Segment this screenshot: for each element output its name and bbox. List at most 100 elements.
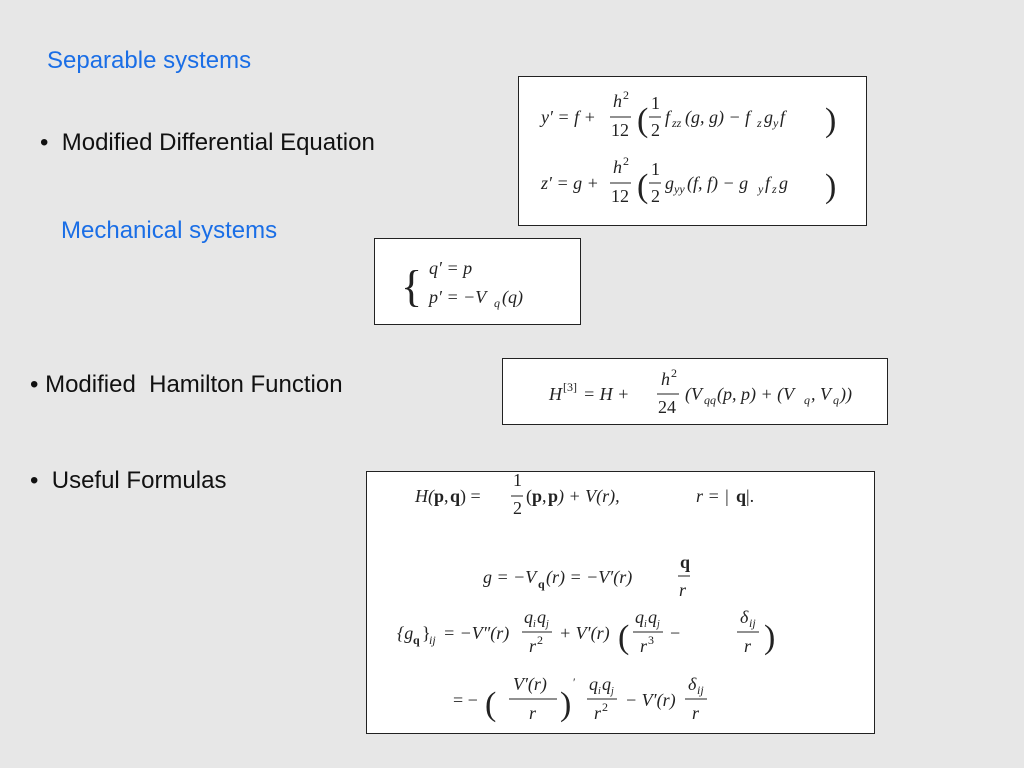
svg-text:r: r bbox=[640, 636, 648, 656]
svg-text:p: p bbox=[548, 486, 558, 506]
svg-text:q: q bbox=[537, 607, 546, 627]
svg-text:δ: δ bbox=[688, 674, 697, 694]
svg-text:ij: ij bbox=[697, 683, 704, 697]
svg-text:2: 2 bbox=[651, 186, 660, 206]
svg-text:r: r bbox=[594, 703, 602, 723]
svg-text:V′(r): V′(r) bbox=[513, 674, 547, 695]
svg-text:) + V(r),: ) + V(r), bbox=[557, 486, 620, 507]
svg-text:q: q bbox=[648, 607, 657, 627]
svg-text:2: 2 bbox=[623, 154, 629, 168]
svg-text:q: q bbox=[413, 633, 420, 647]
mechanical-equations-box: { q′ = p p′ = −V q (q) bbox=[374, 238, 581, 325]
svg-text:(: ( bbox=[526, 486, 532, 507]
svg-text:)): )) bbox=[839, 384, 852, 405]
svg-text:− V′(r): − V′(r) bbox=[625, 690, 676, 711]
svg-text:δ: δ bbox=[740, 607, 749, 627]
svg-text:f: f bbox=[780, 107, 788, 127]
useful-formulas-figure: H(p ,q ) = 1 2 (p ,p ) + V(r), r = |q |.… bbox=[397, 472, 775, 723]
bullet-modified-hamilton-function: • Modified Hamilton Function bbox=[30, 371, 343, 398]
heading-separable-systems: Separable systems bbox=[47, 47, 252, 74]
svg-text:g = −V: g = −V bbox=[483, 567, 538, 587]
svg-text:q: q bbox=[524, 607, 533, 627]
bullet-useful-formulas: • Useful Formulas bbox=[30, 467, 227, 494]
svg-text:g: g bbox=[665, 173, 674, 193]
svg-text:f: f bbox=[665, 107, 673, 127]
svg-text:(: ( bbox=[637, 168, 648, 205]
svg-text:ij: ij bbox=[749, 616, 756, 630]
svg-text:q: q bbox=[635, 607, 644, 627]
svg-text:h: h bbox=[613, 157, 622, 177]
svg-text:h: h bbox=[661, 369, 670, 389]
svg-text:(p, p) + (V: (p, p) + (V bbox=[717, 384, 796, 405]
heading-mechanical-systems: Mechanical systems bbox=[61, 217, 278, 244]
svg-text:−: − bbox=[670, 623, 680, 643]
svg-text:(V: (V bbox=[685, 384, 704, 405]
svg-text:}: } bbox=[422, 623, 431, 643]
svg-text:(g, g) − f: (g, g) − f bbox=[685, 107, 753, 128]
svg-text:p: p bbox=[532, 486, 542, 506]
svg-text:12: 12 bbox=[611, 186, 629, 206]
svg-text:{: { bbox=[401, 262, 422, 311]
svg-text:2: 2 bbox=[537, 633, 543, 647]
svg-text:q: q bbox=[804, 393, 810, 407]
svg-text:(q): (q) bbox=[502, 287, 523, 308]
svg-text:y: y bbox=[772, 116, 779, 130]
svg-text:z: z bbox=[756, 116, 762, 130]
svg-text:2: 2 bbox=[623, 88, 629, 102]
svg-text:yy: yy bbox=[673, 182, 685, 196]
svg-text:): ) bbox=[560, 686, 571, 723]
svg-text:y′ = f +: y′ = f + bbox=[539, 107, 596, 127]
svg-text:i: i bbox=[533, 619, 536, 630]
svg-text:y: y bbox=[757, 182, 764, 196]
svg-text:p′ = −V: p′ = −V bbox=[427, 287, 488, 307]
svg-text:12: 12 bbox=[611, 120, 629, 140]
svg-text:q′ = p: q′ = p bbox=[429, 258, 472, 278]
svg-text:24: 24 bbox=[658, 397, 676, 417]
svg-text:ij: ij bbox=[429, 633, 436, 647]
svg-text:r: r bbox=[679, 580, 687, 600]
svg-text:j: j bbox=[655, 619, 660, 630]
svg-text:z′ = g +: z′ = g + bbox=[540, 173, 599, 193]
svg-text:1: 1 bbox=[513, 472, 522, 490]
svg-text:q: q bbox=[602, 674, 611, 694]
svg-text:zz: zz bbox=[671, 116, 682, 130]
svg-text:): ) bbox=[825, 168, 836, 205]
svg-text:p: p bbox=[434, 486, 444, 506]
svg-text:q: q bbox=[589, 674, 598, 694]
svg-text:2: 2 bbox=[513, 498, 522, 518]
svg-text:r: r bbox=[744, 636, 752, 656]
svg-text:q: q bbox=[494, 296, 500, 310]
svg-text:(: ( bbox=[618, 619, 629, 656]
useful-formulas-box: H(p ,q ) = 1 2 (p ,p ) + V(r), r = |q |.… bbox=[366, 471, 875, 734]
svg-text:3: 3 bbox=[648, 633, 654, 647]
svg-text:+ V′(r): + V′(r) bbox=[559, 623, 610, 644]
svg-text:= −: = − bbox=[453, 690, 478, 710]
svg-text:2: 2 bbox=[602, 700, 608, 714]
svg-text:(f, f) − g: (f, f) − g bbox=[687, 173, 748, 194]
svg-text:′: ′ bbox=[573, 675, 576, 689]
svg-text:i: i bbox=[598, 686, 601, 697]
bullet-modified-differential-equation: • Modified Differential Equation bbox=[40, 129, 375, 156]
svg-text:{g: {g bbox=[397, 623, 413, 643]
svg-text:(: ( bbox=[485, 686, 496, 723]
svg-text:q: q bbox=[833, 393, 839, 407]
svg-text:2: 2 bbox=[671, 366, 677, 380]
svg-text:q: q bbox=[538, 577, 545, 591]
svg-text:q: q bbox=[680, 552, 690, 572]
svg-text:r: r bbox=[529, 636, 537, 656]
svg-text:(: ( bbox=[637, 102, 648, 139]
svg-text:(r) = −V′(r): (r) = −V′(r) bbox=[546, 567, 632, 588]
svg-text:f: f bbox=[765, 173, 773, 193]
svg-text:r: r bbox=[529, 703, 537, 723]
svg-text:[3]: [3] bbox=[563, 380, 577, 394]
svg-text:H: H bbox=[548, 384, 563, 404]
svg-text:q: q bbox=[450, 486, 460, 506]
svg-text:): ) bbox=[825, 102, 836, 139]
mechanical-equations-figure: { q′ = p p′ = −V q (q) bbox=[401, 258, 523, 311]
svg-text:r: r bbox=[692, 703, 700, 723]
svg-text:j: j bbox=[544, 619, 549, 630]
